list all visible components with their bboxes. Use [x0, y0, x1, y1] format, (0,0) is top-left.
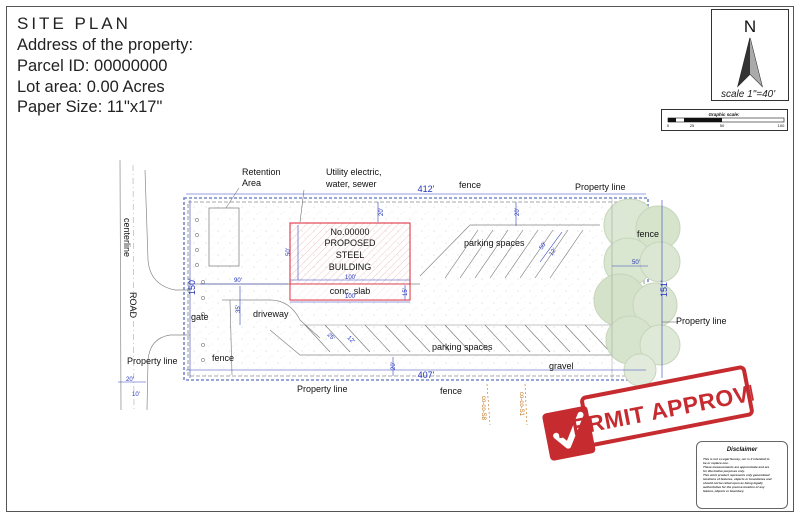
utility-line-2-label: co-co-S1 [518, 392, 524, 417]
disclaimer-line: authoritative for the precise location o… [703, 485, 765, 489]
driveway-label: driveway [253, 309, 289, 319]
dimension-lines [118, 193, 663, 383]
gravel-label: gravel [549, 361, 574, 371]
gate-label: gate [191, 312, 209, 322]
paper-size: Paper Size: 11"x17" [17, 98, 163, 116]
dim-20-road: 20' [126, 377, 134, 383]
disclaimer-line: locations of features, objects or bounda… [703, 477, 772, 481]
building-name-2: STEEL [336, 250, 365, 260]
building-name-3: BUILDING [329, 262, 372, 272]
retention-label-2: Area [242, 178, 261, 188]
page-title: SITE PLAN [17, 14, 131, 33]
disclaimer-line: feature, objects or boundary. [703, 489, 745, 493]
dim-top: 412' [418, 184, 435, 194]
north-arrow-icon: N [737, 17, 763, 88]
disclaimer-title: Disclaimer [726, 447, 758, 453]
fence-top-label: fence [459, 180, 481, 190]
retention-label-1: Retention [242, 167, 281, 177]
dim-12: 12' [549, 247, 558, 257]
dim-25: 25' [326, 332, 336, 342]
utility-label-1: Utility electric, [326, 167, 382, 177]
utility-label-2: water, sewer [325, 179, 377, 189]
proposed-building: No.00000 PROPOSED STEEL BUILDING conc. s… [289, 222, 411, 301]
north-letter: N [744, 17, 756, 36]
disclaimer-box: Disclaimer This is not a Legal Survey, n… [696, 441, 788, 509]
graphic-scale-title: Graphic scale: [708, 112, 740, 117]
dim-right: 151' [659, 280, 669, 297]
disclaimer-line: be or replace one. [703, 461, 729, 465]
fence-posts [195, 218, 205, 362]
road [119, 159, 190, 411]
dim-50-right: 50' [632, 260, 640, 266]
disclaimer-line: This is not a Legal Survey, nor is it in… [703, 457, 770, 461]
fence-bottom-label: fence [440, 386, 462, 396]
disclaimer-line: These measurements are approximate and a… [703, 465, 770, 469]
fence-left-label: fence [212, 353, 234, 363]
disclaimer-line: This work product represents only genera… [703, 473, 770, 477]
scale-tick-50: 50 [720, 123, 725, 128]
road-label: ROAD [128, 292, 138, 319]
dim-bottom: 407' [418, 370, 435, 380]
lot-area: Lot area: 0.00 Acres [17, 78, 165, 96]
dim-15: 15' [403, 288, 409, 296]
dim-left: 150' [187, 278, 197, 295]
graphic-scale: Graphic scale: 0 25 50 100 [661, 109, 788, 131]
disclaimer-line: should not be relied upon as being legal… [703, 481, 763, 485]
dim-100-slab: 100' [345, 294, 356, 300]
property-line-top-label: Property line [575, 182, 626, 192]
dim-20-top: 20' [379, 208, 385, 216]
dim-20-parking: 20' [515, 208, 521, 216]
retention-area [208, 207, 240, 267]
dim-10-road: 10' [132, 392, 140, 398]
permit-approved-stamp: PERMIT APPROVED [534, 356, 784, 476]
property-line-bottom-label: Property line [297, 384, 348, 394]
dim-20-bottom: 20' [391, 362, 397, 370]
lot [183, 197, 649, 381]
building-number: No.00000 [330, 227, 369, 237]
address-line: Address of the property: [17, 36, 194, 54]
building-name-1: PROPOSED [324, 238, 376, 248]
parking-top-label: parking spaces [464, 238, 525, 248]
centerline-label: centerline [122, 218, 132, 257]
parcel-id: Parcel ID: 00000000 [17, 57, 168, 75]
dim-50-parking: 50' [539, 241, 548, 251]
dim-35: 35' [236, 305, 242, 313]
north-arrow-box: N [711, 9, 789, 101]
fence-right-label: fence [637, 229, 659, 239]
scale-label: scale 1"=40' [721, 89, 776, 100]
dim-90: 90' [234, 278, 242, 284]
property-line-left-label: Property line [127, 356, 178, 366]
dim-12b: 12' [346, 335, 356, 345]
dim-50-building: 50' [286, 248, 292, 256]
slab-label: conc. slab [330, 286, 371, 296]
parking-stripes-top [444, 229, 584, 279]
utility-line-2 [524, 383, 528, 426]
utility-line-1 [486, 383, 491, 426]
scale-tick-100: 100 [778, 123, 785, 128]
property-line-right-label: Property line [676, 316, 727, 326]
utility-line-1-label: co-co-S8 [480, 396, 486, 421]
checkmark-icon [553, 411, 584, 449]
check-badge [542, 406, 596, 461]
parking-stripes-bottom [304, 324, 611, 353]
drawing-frame [6, 6, 794, 512]
scale-tick-0: 0 [667, 123, 670, 128]
parking-bottom-label: parking spaces [432, 342, 493, 352]
scale-tick-25: 25 [690, 123, 695, 128]
dim-100-top: 100' [345, 275, 356, 281]
disclaimer-line: for illustrative purposes only. [703, 469, 745, 473]
